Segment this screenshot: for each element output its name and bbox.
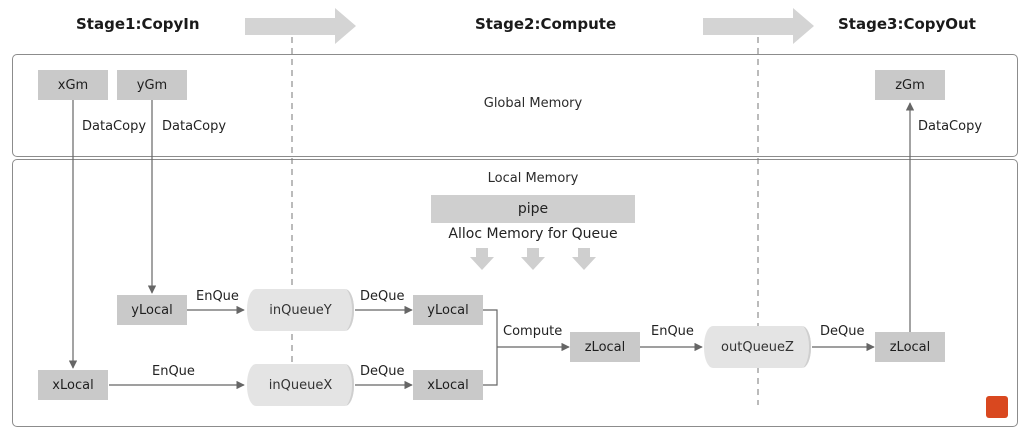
local-memory-region [12, 159, 1018, 427]
zgm-node: zGm [875, 70, 945, 100]
inqueuey-queue: inQueueY [247, 289, 354, 331]
deque-z-label: DeQue [820, 324, 865, 339]
pipe-bar: pipe [431, 195, 635, 223]
zlocal-output-node: zLocal [875, 332, 945, 362]
ylocal-input-node: yLocal [117, 295, 187, 325]
stage3-title: Stage3:CopyOut [838, 15, 976, 33]
deque-x-label: DeQue [360, 364, 405, 379]
watermark-logo [986, 396, 1008, 418]
xlocal-input-node: xLocal [38, 370, 108, 400]
xlocal-dequeued-node: xLocal [413, 370, 483, 400]
stage2-title: Stage2:Compute [475, 15, 617, 33]
local-memory-label: Local Memory [487, 171, 579, 186]
xgm-node: xGm [38, 70, 108, 100]
global-memory-label: Global Memory [483, 96, 583, 111]
alloc-arrow-1 [470, 248, 494, 270]
stage-arrow-2 [703, 8, 814, 44]
compute-label: Compute [503, 324, 563, 339]
ygm-node: yGm [117, 70, 187, 100]
enque-x-label: EnQue [152, 364, 195, 379]
enque-z-label: EnQue [651, 324, 694, 339]
stage1-title: Stage1:CopyIn [76, 15, 200, 33]
inqueuex-queue: inQueueX [247, 364, 354, 406]
alloc-memory-label: Alloc Memory for Queue [448, 226, 618, 242]
alloc-arrow-2 [521, 248, 545, 270]
datacopy-y-label: DataCopy [162, 119, 227, 134]
stage-arrow-1 [245, 8, 356, 44]
enque-y-label: EnQue [196, 289, 239, 304]
zlocal-compute-node: zLocal [570, 332, 640, 362]
deque-y-label: DeQue [360, 289, 405, 304]
ylocal-dequeued-node: yLocal [413, 295, 483, 325]
datacopy-x-label: DataCopy [82, 119, 147, 134]
datacopy-z-label: DataCopy [918, 119, 983, 134]
outqueuez-queue: outQueueZ [704, 326, 811, 368]
edge-compute-bracket [483, 309, 498, 386]
alloc-arrow-3 [572, 248, 596, 270]
